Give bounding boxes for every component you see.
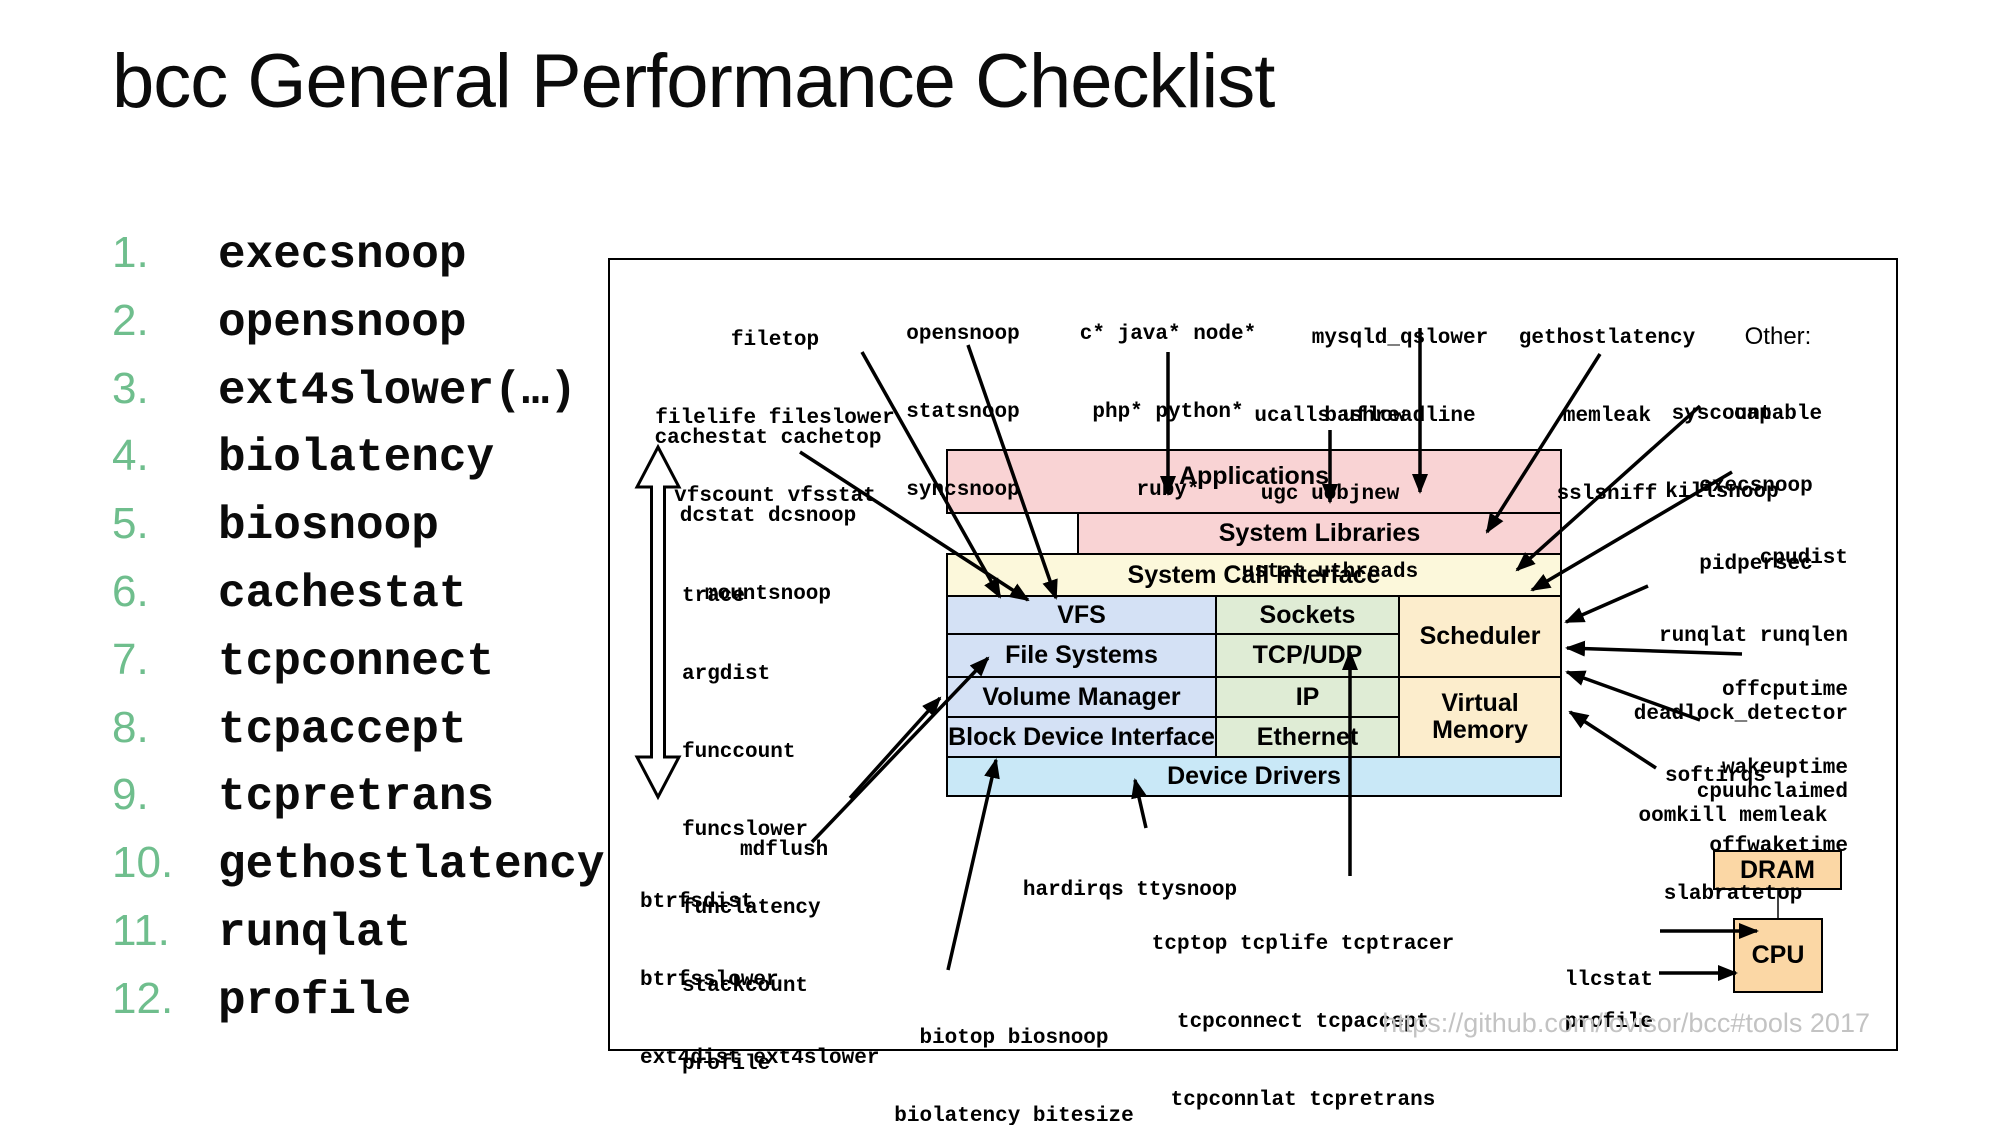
box-label: IP [1295, 682, 1320, 711]
list-item: 3. ext4slower(…) [112, 364, 577, 417]
box-label: System Libraries [1218, 519, 1421, 547]
tool-name: biosnoop [218, 500, 439, 552]
label-ucalls-group: ucalls uflow ugc uobjnew ustat uthreads [1241, 405, 1419, 584]
label-runtimes-group: c* java* node* php* python* ruby* [1079, 323, 1257, 502]
box-label: Ethernet [1256, 722, 1359, 751]
list-item: 10. gethostlatency [112, 838, 604, 891]
label-trace-group: trace argdist funccount funcslower funcl… [682, 585, 821, 1076]
list-number: 6. [112, 567, 149, 616]
tool-name: cachestat [218, 568, 467, 620]
box-label: Device Drivers [1167, 762, 1341, 790]
other-header: Other: [1744, 323, 1812, 350]
tool-name: runqlat [218, 907, 412, 959]
list-number: 2. [112, 296, 149, 345]
tool-name: gethostlatency [218, 839, 605, 891]
list-item: 12. profile [112, 974, 411, 1027]
page-title: bcc General Performance Checklist [112, 39, 1275, 124]
list-item: 6. cachestat [112, 567, 466, 620]
box-block-device-interface: Block Device Interface [946, 716, 1217, 758]
box-scheduler: Scheduler [1398, 595, 1562, 678]
list-item: 7. tcpconnect [112, 635, 494, 688]
box-label: Virtual Memory [1432, 689, 1528, 744]
box-vfs: VFS [946, 595, 1217, 635]
box-tcp-udp: TCP/UDP [1215, 633, 1400, 678]
list-number: 12. [112, 974, 174, 1023]
label-softirqs: softirqs [1665, 765, 1766, 788]
list-number: 9. [112, 770, 149, 819]
label-cpudist-group: cpudist runqlat runqlen deadlock_detecto… [1633, 547, 1848, 804]
list-number: 10. [112, 838, 174, 887]
list-number: 4. [112, 431, 149, 480]
label-mysqld-group: mysqld_qslower bashreadline [1311, 327, 1489, 428]
box-label: DRAM [1740, 855, 1815, 884]
label-hardirqs: hardirqs ttysnoop [1022, 879, 1238, 902]
label-profile: profile [1564, 1011, 1653, 1034]
list-item: 2. opensnoop [112, 296, 466, 349]
box-label: Sockets [1259, 600, 1356, 629]
tool-name: execsnoop [218, 229, 467, 281]
box-ethernet: Ethernet [1215, 716, 1400, 758]
list-number: 3. [112, 364, 149, 413]
list-number: 11. [112, 906, 170, 955]
tool-name: profile [218, 975, 412, 1027]
label-offcputime-group: offcputime wakeuptime offwaketime [1709, 679, 1848, 858]
label-syscount-group: syscount killsnoop [1665, 403, 1779, 504]
label-execsnoop-group: execsnoop pidpersec [1699, 475, 1813, 576]
list-item: 9. tcpretrans [112, 770, 494, 823]
list-item: 8. tcpaccept [112, 703, 466, 756]
label-cachestat-group: cachestat cachetop dcstat dcsnoop mounts… [654, 427, 882, 606]
list-number: 5. [112, 499, 149, 548]
list-item: 1. execsnoop [112, 228, 466, 281]
tool-name: tcpaccept [218, 704, 467, 756]
list-item: 11. runqlat [112, 906, 411, 959]
box-device-drivers: Device Drivers [946, 756, 1562, 797]
label-fsdist-group: btrfsdist btrfsslower ext4dist ext4slowe… [640, 891, 880, 1070]
box-label: System Call Interface [1127, 560, 1381, 589]
list-item: 4. biolatency [112, 431, 494, 484]
tool-name: biolatency [218, 432, 495, 484]
box-dram: DRAM [1713, 850, 1842, 890]
tool-name: ext4slower(…) [218, 365, 577, 417]
list-number: 7. [112, 635, 149, 684]
box-label: VFS [1057, 600, 1106, 629]
box-volume-manager: Volume Manager [946, 676, 1217, 718]
label-llcstat: llcstat [1564, 969, 1653, 992]
label-oomkill-group: oomkill memleak slabratetop [1638, 805, 1828, 906]
label-filetop-group: filetop filelife fileslower vfscount vfs… [655, 329, 895, 508]
label-biotop-group: biotop biosnoop biolatency bitesize [894, 1027, 1134, 1125]
label-gethostlatency-group: gethostlatency memleak sslsniff [1518, 327, 1696, 506]
list-number: 8. [112, 703, 149, 752]
tool-name: tcpretrans [218, 771, 495, 823]
box-label: Volume Manager [982, 682, 1181, 711]
list-number: 1. [112, 228, 149, 277]
source-url: https://github.com/iovisor/bcc#tools 201… [1382, 1008, 1870, 1038]
box-file-systems: File Systems [946, 633, 1217, 678]
box-label: Block Device Interface [948, 722, 1215, 751]
box-label: File Systems [1005, 641, 1158, 669]
tool-name: tcpconnect [218, 636, 495, 688]
label-tcptop-group: tcptop tcplife tcptracer tcpconnect tcpa… [1151, 933, 1455, 1112]
list-item: 5. biosnoop [112, 499, 439, 552]
label-mdflush: mdflush [740, 839, 829, 862]
box-label: CPU [1751, 941, 1805, 969]
box-label: Scheduler [1419, 622, 1541, 650]
box-sockets: Sockets [1215, 595, 1400, 635]
tool-name: opensnoop [218, 297, 467, 349]
box-ip: IP [1215, 676, 1400, 718]
box-label: Applications [1178, 462, 1329, 490]
label-opensnoop-group: opensnoop statsnoop syncsnoop [906, 323, 1020, 502]
box-virtual-memory: Virtual Memory [1398, 676, 1562, 758]
label-other-group: Other: capable [1733, 323, 1823, 427]
box-label: TCP/UDP [1252, 641, 1363, 669]
